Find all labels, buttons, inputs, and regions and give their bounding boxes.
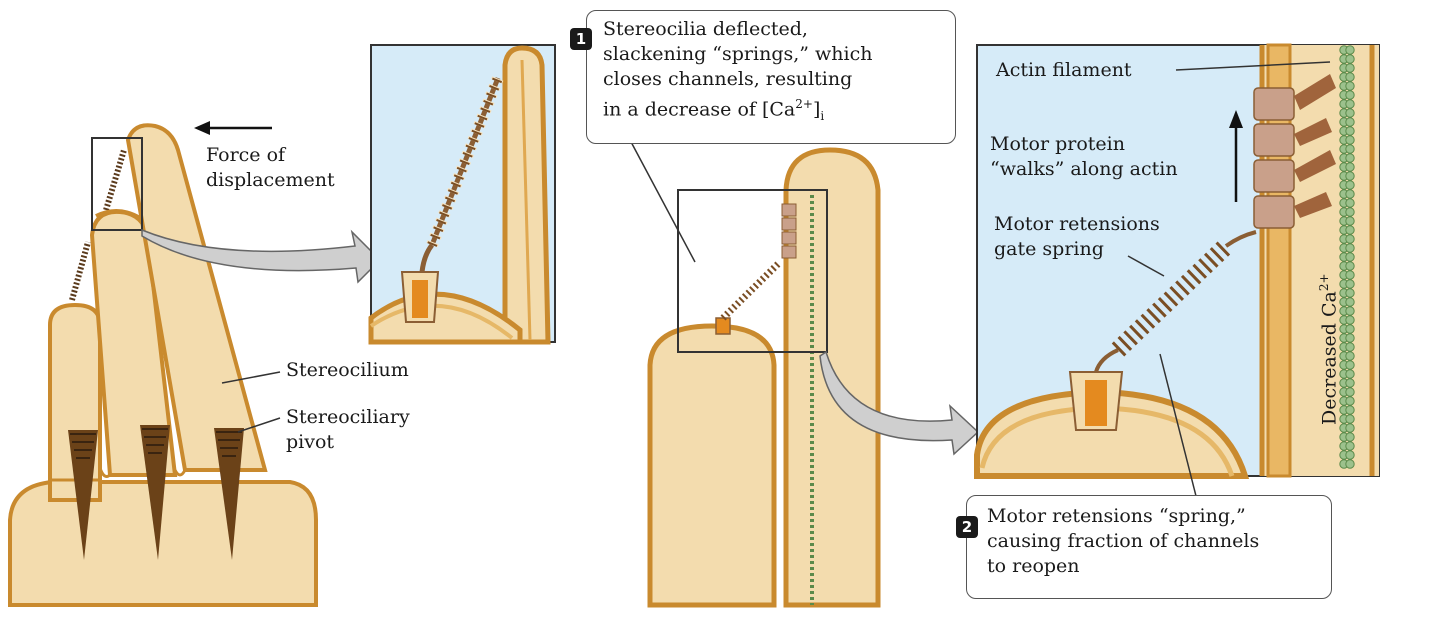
motor-heads <box>1294 74 1336 218</box>
motor-direction-arrow <box>1229 110 1243 202</box>
actin-filament-label: Actin filament <box>996 59 1132 81</box>
actin-dot <box>1345 108 1355 118</box>
callout1-line3: closes channels, resulting <box>603 68 853 90</box>
actin-dot <box>1345 117 1355 127</box>
actin-dot <box>1345 216 1355 226</box>
actin-dot <box>1345 135 1355 145</box>
callout1-line2: slackening “springs,” which <box>603 43 873 65</box>
step-1-badge: 1 <box>570 28 592 50</box>
actin-dot <box>1345 45 1355 55</box>
actin-dot <box>1345 423 1355 433</box>
actin-dot <box>1345 288 1355 298</box>
callout-step-2: Motor retensions “spring,” causing fract… <box>966 495 1332 599</box>
middle-stereocilia <box>629 139 881 608</box>
actin-dot <box>1345 189 1355 199</box>
stereociliary-pivot-label: Stereociliary pivot <box>286 406 410 453</box>
actin-dot <box>1345 126 1355 136</box>
actin-dot <box>1345 243 1355 253</box>
actin-dot <box>1345 54 1355 64</box>
actin-dot <box>1345 81 1355 91</box>
stereociliary-rootlets <box>68 425 244 560</box>
callout-step-1: Stereocilia deflected, slackening “sprin… <box>586 10 956 144</box>
actin-dot <box>1345 99 1355 109</box>
gating-spring-right <box>1111 239 1233 357</box>
zoom-box-left <box>91 137 143 231</box>
left-inset <box>368 44 556 345</box>
actin-dot <box>1345 441 1355 451</box>
callout1-line4: in a decrease of [Ca2+]i <box>603 97 825 124</box>
actin-dot <box>1345 459 1355 469</box>
actin-dot <box>1345 387 1355 397</box>
actin-dot <box>1345 414 1355 424</box>
actin-dot <box>1345 72 1355 82</box>
actin-dot <box>1345 396 1355 406</box>
right-inset <box>974 43 1380 497</box>
actin-dot <box>1345 351 1355 361</box>
actin-dot <box>1345 432 1355 442</box>
callout1-line1: Stereocilia deflected, <box>603 18 808 40</box>
decreased-ca-label: Decreased Ca2+ <box>1317 273 1341 425</box>
tip-link-spring-tall <box>103 149 127 211</box>
step-2-badge: 2 <box>956 516 978 538</box>
motor-retensions-gate-spring-label: Motor retensions gate spring <box>994 213 1160 260</box>
actin-dot <box>1345 450 1355 460</box>
actin-dot <box>1345 333 1355 343</box>
actin-dot <box>1345 360 1355 370</box>
actin-dot <box>1345 297 1355 307</box>
actin-dot <box>1345 315 1355 325</box>
actin-dot <box>1345 279 1355 289</box>
motor-protein <box>1253 87 1295 229</box>
actin-dot <box>1345 90 1355 100</box>
actin-filament-dots <box>1339 45 1355 469</box>
actin-dot <box>1345 252 1355 262</box>
actin-dot <box>1345 63 1355 73</box>
zoom-box-middle <box>677 189 828 353</box>
actin-dot <box>1345 234 1355 244</box>
left-hair-bundle <box>8 121 318 607</box>
actin-dot <box>1345 405 1355 415</box>
actin-dot <box>1345 306 1355 316</box>
stereocilium-label: Stereocilium <box>286 359 409 381</box>
motor-protein-label: Motor protein “walks” along actin <box>990 133 1178 180</box>
callout2-line1: Motor retensions “spring,” <box>987 505 1246 527</box>
actin-dot <box>1345 261 1355 271</box>
actin-dot <box>1345 369 1355 379</box>
actin-dot <box>1345 153 1355 163</box>
zoom-arrow-left <box>141 228 382 284</box>
actin-dot <box>1345 324 1355 334</box>
actin-dot <box>1345 342 1355 352</box>
actin-dot <box>1345 378 1355 388</box>
callout2-line3: to reopen <box>987 555 1080 577</box>
zoom-arrow-right <box>819 350 980 456</box>
actin-dot <box>1345 198 1355 208</box>
actin-dot <box>1345 162 1355 172</box>
actin-dot <box>1345 207 1355 217</box>
tip-link-spring-short <box>69 241 91 301</box>
tall-stereocilium <box>125 123 268 472</box>
actin-dot <box>1345 171 1355 181</box>
actin-dot <box>1345 144 1355 154</box>
callout2-line2: causing fraction of channels <box>987 530 1260 552</box>
actin-dot <box>1345 270 1355 280</box>
force-arrow <box>194 121 272 135</box>
actin-dot <box>1345 180 1355 190</box>
force-of-displacement-label: Force of displacement <box>206 144 335 191</box>
actin-dot <box>1345 225 1355 235</box>
